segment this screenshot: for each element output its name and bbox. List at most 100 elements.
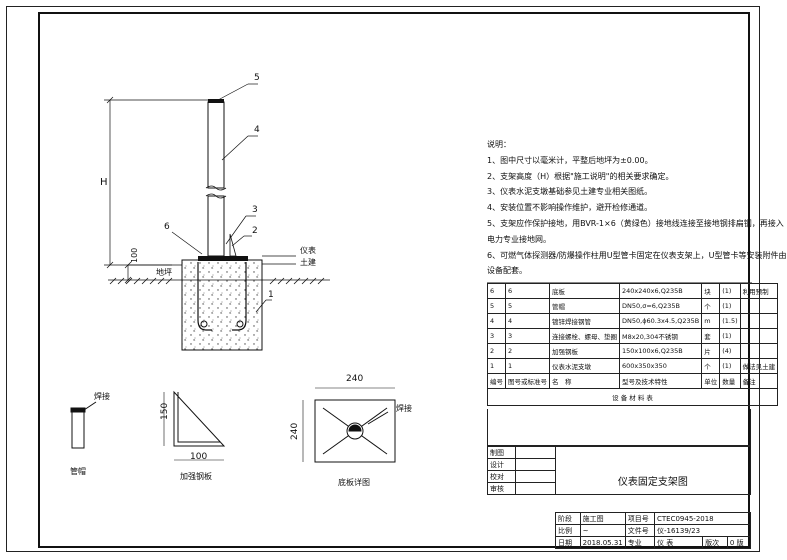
table-row: 审核 (487, 482, 751, 495)
bom-cell: 个 (701, 298, 721, 314)
bom-cell (739, 343, 779, 359)
bom-cell: 加强钢板 (549, 343, 620, 359)
bom-cell: 1 (505, 358, 550, 374)
role-label: 制图 (487, 446, 516, 459)
signature-cell (514, 470, 556, 483)
bom-cell: 利用预制 (739, 283, 779, 299)
bom-cell: 块 (701, 283, 721, 299)
dimension-h (104, 96, 208, 284)
bom-cell (739, 328, 779, 344)
bom-cell: 1 (487, 358, 506, 374)
dimension-100b-label: 100 (190, 452, 208, 462)
bom-caption-row: 设 备 材 料 表 (486, 388, 779, 406)
bom-cell: 底板 (549, 283, 620, 299)
note-line: 5、支架应作保护接地，用BVR-1×6（黄绿色）接地线连接至接地钢排扁钢，再接入 (487, 218, 784, 228)
table-row: 阶段 施工图 项目号 CTEC0945-2018 (555, 512, 751, 525)
role-label: 设计 (487, 458, 516, 471)
drawing-frame (38, 12, 750, 548)
bom-header-cell: 型号及技术特性 (618, 373, 703, 389)
version-value: 0 版 (726, 536, 752, 549)
bom-header-cell: 单位 (701, 373, 721, 389)
file-no-value: 仪-16139/23 (654, 524, 751, 537)
bom-cell: 管帽 (549, 298, 620, 314)
bom-cell: 150x100x6,Q235B (618, 343, 703, 359)
bom-cell: 做法见土建 (739, 358, 779, 374)
project-no-value: CTEC0945-2018 (654, 512, 751, 525)
break-line-lower (205, 193, 227, 199)
callout-leaders (171, 83, 296, 313)
note-line: 2、支架高度（H）根据"施工说明"的相关要求确定。 (487, 171, 674, 181)
title-block-info: 阶段 施工图 项目号 CTEC0945-2018 比例 ~ 文件号 仪-1613… (555, 512, 752, 549)
cap-detail-title: 管帽 (70, 467, 86, 476)
note-line: 1、图中尺寸以毫米计，平整后地坪为±0.00。 (487, 155, 653, 165)
bom-cell: 个 (701, 358, 721, 374)
bom-cell: 3 (487, 328, 506, 344)
date-label: 日期 (555, 536, 581, 549)
bom-cell: 片 (701, 343, 721, 359)
bom-cell: 600x350x350 (618, 358, 703, 374)
stage-value: 施工图 (579, 512, 626, 525)
bom-header-cell: 图号或标准号 (505, 373, 550, 389)
drawing-title: 仪表固定支架图 (554, 446, 752, 495)
bom-cell: 3 (505, 328, 550, 344)
callout-5: 5 (254, 73, 260, 83)
bom-cell: 6 (487, 283, 506, 299)
signature-cell (514, 458, 556, 471)
ground-label: 地坪 (156, 268, 172, 277)
break-line-upper (205, 185, 227, 191)
instrument-label: 仪表 (300, 246, 316, 255)
bom-header-cell: 数量 (719, 373, 741, 389)
bom-cell: DN50,σ=6,Q235B (618, 298, 703, 314)
civil-label: 土建 (300, 258, 316, 267)
bom-cell: (1) (719, 283, 741, 299)
table-row: 比例 ~ 文件号 仪-16139/23 (555, 524, 751, 537)
dimension-100-label: 100 (130, 247, 139, 263)
callout-6: 6 (164, 222, 170, 232)
table-row: 设计 (487, 458, 751, 471)
bom-cell: 镀锌焊接钢管 (549, 313, 620, 329)
bom-cell: m (701, 313, 721, 329)
file-no-label: 文件号 (624, 524, 656, 537)
dimension-240-top-label: 240 (346, 374, 364, 384)
scale-value: ~ (579, 524, 626, 537)
bom-caption: 设 备 材 料 表 (486, 388, 779, 406)
role-label: 审核 (487, 482, 516, 495)
title-block: 制图仪表固定支架图 设计 校对 审核 (487, 446, 752, 495)
bom-cell: 5 (505, 298, 550, 314)
bom-cell: 2 (505, 343, 550, 359)
steel-pipe (207, 101, 225, 257)
date-value: 2018.05.31 (579, 536, 626, 549)
pipe-cap-elevation (208, 99, 224, 103)
project-no-label: 项目号 (624, 512, 656, 525)
stage-label: 阶段 (555, 512, 581, 525)
signature-cell (514, 446, 556, 459)
version-label: 版次 (702, 536, 728, 549)
bom-cell: 4 (487, 313, 506, 329)
notes-title: 说明： (487, 140, 511, 149)
bom-cell: 5 (487, 298, 506, 314)
note-line: 4、安装位置不影响操作维护，避开检修通道。 (487, 203, 653, 213)
revision-area (487, 409, 751, 446)
bom-header-cell: 名 称 (549, 373, 620, 389)
callout-2: 2 (252, 226, 258, 236)
bom-cell: 套 (701, 328, 721, 344)
discipline-value: 仪 表 (653, 536, 704, 549)
bom-cell: (4) (719, 343, 741, 359)
signature-cell (514, 482, 556, 495)
bom-cell: (1) (719, 328, 741, 344)
rib-plate-detail (163, 390, 226, 461)
base-plate (198, 256, 248, 261)
note-line: 6、可燃气体探测器/防爆操作柱用U型管卡固定在仪表支架上，U型管卡等安装附件由 (487, 250, 787, 260)
table-header-row: 编号图号或标准号名 称型号及技术特性单位数量备注 (487, 373, 779, 389)
bom-cell: DN50,ϕ60.3x4.5,Q235B (618, 313, 703, 329)
bom-cell: 6 (505, 283, 550, 299)
scale-label: 比例 (555, 524, 581, 537)
bom-header-cell: 备注 (739, 373, 779, 389)
callout-3: 3 (252, 205, 258, 215)
drawing-sheet-border (6, 6, 760, 552)
diagram-drawing (70, 83, 752, 463)
